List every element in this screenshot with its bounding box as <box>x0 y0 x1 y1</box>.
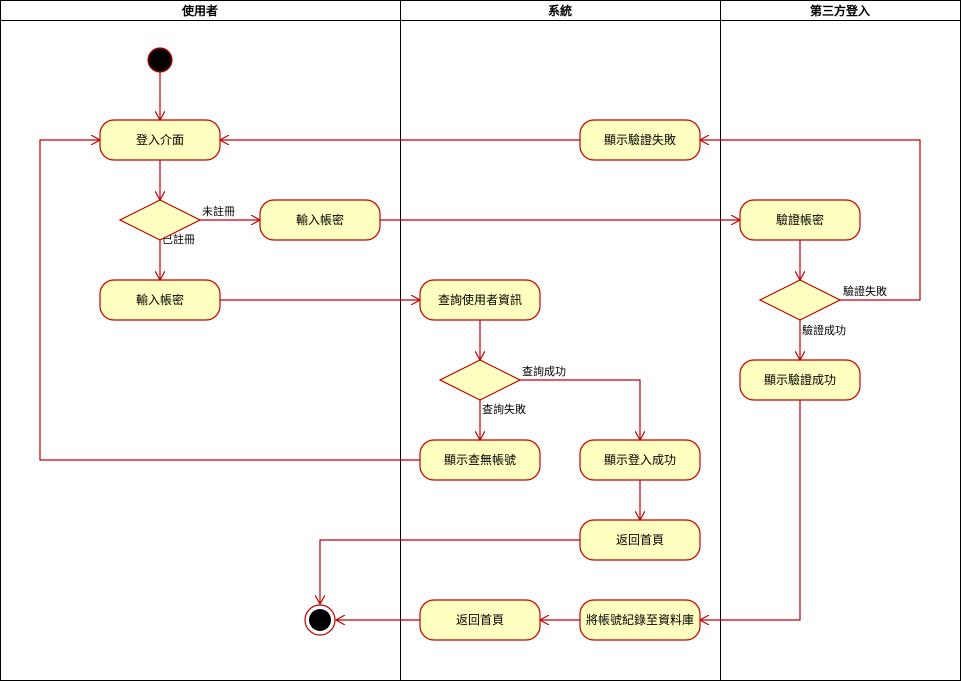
lane-title-system: 系統 <box>548 3 572 18</box>
label-unregistered: 未註冊 <box>202 205 235 218</box>
activity-login-ui: 登入介面 <box>99 119 221 161</box>
decision-registered <box>118 199 202 241</box>
decision-query <box>438 359 522 401</box>
activity-query-user: 查詢使用者資訊 <box>419 279 541 321</box>
activity-show-verify-success: 顯示驗證成功 <box>739 359 861 401</box>
activity-show-login-success: 顯示登入成功 <box>579 439 701 481</box>
verify-account-text: 驗證帳密 <box>776 212 824 227</box>
query-user-text: 查詢使用者資訊 <box>438 292 522 307</box>
activity-save-account-db: 將帳號紀錄至資料庫 <box>579 599 701 641</box>
end-node <box>304 604 336 636</box>
lane-title-third-party: 第三方登入 <box>810 3 870 18</box>
activity-show-verify-fail: 顯示驗證失敗 <box>579 119 701 161</box>
activity-input-registered: 輸入帳密 <box>99 279 221 321</box>
login-ui-text: 登入介面 <box>136 132 184 147</box>
show-no-account-text: 顯示查無帳號 <box>444 452 516 467</box>
save-account-db-text: 將帳號紀錄至資料庫 <box>586 612 694 627</box>
activity-verify-account: 驗證帳密 <box>739 199 861 241</box>
show-verify-success-text: 顯示驗證成功 <box>764 372 836 387</box>
label-query-success: 查詢成功 <box>522 364 566 378</box>
decision-verify <box>758 279 842 321</box>
input-unregistered-text: 輸入帳密 <box>296 212 344 227</box>
return-home-system-text: 返回首頁 <box>616 533 664 547</box>
activity-return-home-system: 返回首頁 <box>579 519 701 561</box>
lane-title-user: 使用者 <box>181 3 218 18</box>
activity-return-home-final: 返回首頁 <box>419 599 541 641</box>
edge-query-success <box>520 379 640 440</box>
edge-labels: 未註冊 已註冊 查詢成功 查詢失敗 驗證失敗 驗證成功 <box>162 205 887 416</box>
label-query-fail: 查詢失敗 <box>482 402 526 416</box>
label-verify-success: 驗證成功 <box>802 323 846 337</box>
show-verify-fail-text: 顯示驗證失敗 <box>604 132 676 147</box>
edge-verify-fail <box>700 140 921 301</box>
activity-show-no-account: 顯示查無帳號 <box>419 439 541 481</box>
edge-home-to-end-2 <box>320 539 580 604</box>
return-home-final-text: 返回首頁 <box>456 613 504 627</box>
label-registered: 已註冊 <box>162 233 195 246</box>
start-node <box>147 47 173 73</box>
input-registered-text: 輸入帳密 <box>136 292 184 307</box>
show-login-success-text: 顯示登入成功 <box>604 452 676 467</box>
edge-success-to-save <box>700 400 801 620</box>
activity-input-unregistered: 輸入帳密 <box>259 199 381 241</box>
edges <box>39 72 921 620</box>
edge-no-account-to-login <box>39 140 420 461</box>
label-verify-fail: 驗證失敗 <box>843 284 887 298</box>
